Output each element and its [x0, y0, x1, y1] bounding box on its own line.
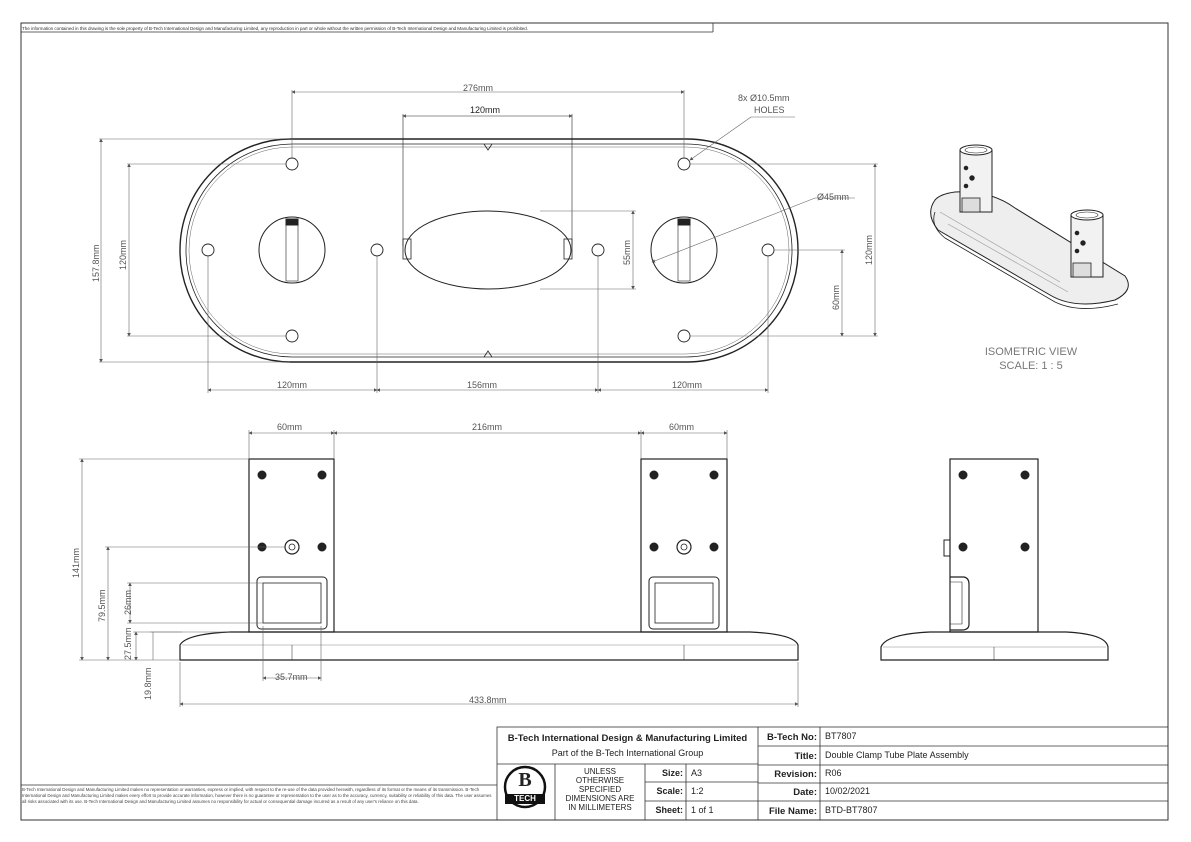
dim-tube-right: 60mm — [669, 422, 695, 432]
unless-notice: UNLESS OTHERWISE SPECIFIED DIMENSIONS AR… — [555, 767, 645, 812]
scale-label: Scale: — [656, 786, 683, 796]
front-view-dimensions — [79, 430, 799, 707]
dim-base-thickness: 19.8mm — [143, 667, 153, 700]
sheet-value: 1 of 1 — [691, 805, 714, 815]
front-view — [179, 458, 799, 661]
dim-tube-left: 60mm — [277, 422, 303, 432]
file-name-value: BTD-BT7807 — [825, 805, 878, 815]
dim-base-length: 433.8mm — [469, 695, 507, 705]
dim-clamp-height: 26mm — [123, 589, 133, 615]
dim-tube-gap: 216mm — [472, 422, 503, 432]
dim-holes-label: HOLES — [754, 105, 785, 115]
scale-value: 1:2 — [691, 786, 704, 796]
dim-overall-height: 157.8mm — [91, 244, 101, 282]
dim-slot-height: 55mm — [622, 239, 632, 265]
date-label: Date: — [793, 787, 817, 798]
iso-scale-label: SCALE: 1 : 5 — [999, 360, 1063, 372]
company-group: Part of the B-Tech International Group — [551, 748, 704, 758]
dim-bottom-right: 120mm — [672, 380, 703, 390]
dim-right-half: 60mm — [831, 284, 841, 310]
btech-no-label: B-Tech No: — [767, 732, 817, 743]
logo-letter: B — [518, 769, 532, 791]
logo-word: TECH — [505, 794, 545, 804]
top-view-plate — [179, 138, 799, 363]
sheet-border — [20, 22, 1169, 821]
title-value: Double Clamp Tube Plate Assembly — [825, 750, 969, 760]
unless-line-3: SPECIFIED — [578, 785, 622, 794]
dim-bottom-left: 120mm — [277, 380, 308, 390]
unless-line-1: UNLESS — [583, 767, 616, 776]
sheet-label: Sheet: — [655, 805, 683, 815]
title-block-grid — [496, 726, 1169, 821]
ownership-notice: The information contained in this drawin… — [22, 26, 529, 31]
top-view-dimensions — [99, 90, 878, 393]
dim-inner-height: 120mm — [118, 239, 128, 270]
disclaimer-text: B-Tech International Design and Manufact… — [22, 787, 492, 804]
unless-line-4: DIMENSIONS ARE — [565, 794, 635, 803]
side-view — [880, 458, 1109, 661]
size-label: Size: — [661, 768, 683, 778]
revision-label: Revision: — [774, 769, 817, 780]
company-name: B-Tech International Design & Manufactur… — [507, 733, 748, 744]
dim-height-total: 141mm — [71, 547, 81, 578]
dim-clamp-width: 35.7mm — [275, 672, 308, 682]
file-name-label: File Name: — [768, 806, 817, 817]
revision-value: R06 — [825, 768, 842, 778]
isometric-view — [930, 144, 1129, 309]
dim-holes-note: 8x Ø10.5mm — [738, 93, 790, 103]
dim-tube-diameter: Ø45mm — [817, 192, 850, 202]
dim-slot-width: 120mm — [470, 105, 501, 115]
unless-line-5: IN MILLIMETERS — [568, 803, 632, 812]
btech-no-value: BT7807 — [825, 731, 857, 741]
dim-bottom-mid: 156mm — [467, 380, 498, 390]
iso-view-label: ISOMETRIC VIEW — [984, 346, 1078, 358]
title-label: Title: — [794, 751, 817, 762]
unless-line-2: OTHERWISE — [575, 776, 625, 785]
dim-clamp-base: 27.5mm — [123, 627, 133, 660]
date-value: 10/02/2021 — [825, 786, 871, 796]
dim-overall-width: 276mm — [463, 83, 494, 93]
dim-height-hole: 79.5mm — [97, 589, 107, 622]
size-value: A3 — [691, 768, 703, 778]
dim-right-height: 120mm — [864, 234, 874, 265]
